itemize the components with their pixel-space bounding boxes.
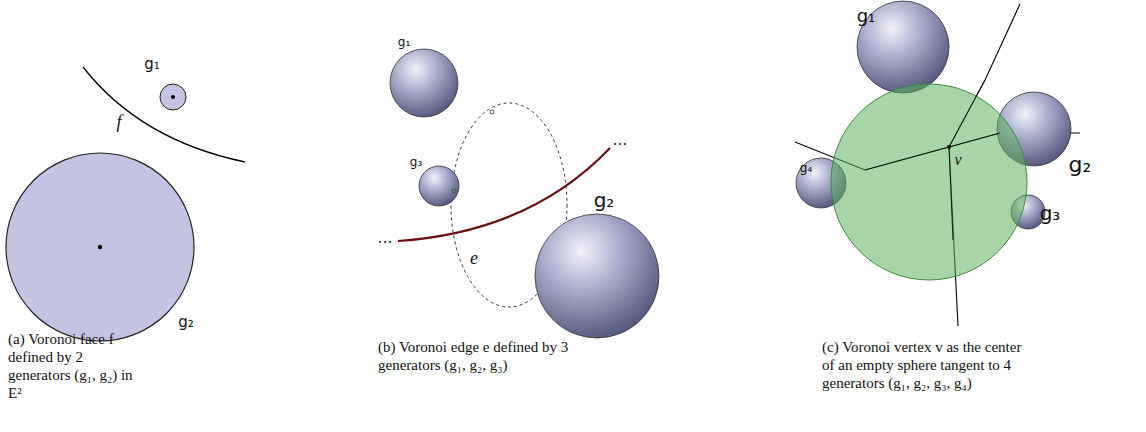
- tangent-point: [490, 110, 494, 114]
- element-label: e: [470, 249, 478, 267]
- voronoi-edge-line: [949, 147, 953, 240]
- generator-label: g₃: [410, 156, 422, 168]
- generator-sphere: [535, 214, 659, 338]
- voronoi-edge-curve: [398, 148, 610, 241]
- element-label: v: [954, 152, 961, 168]
- empty-sphere: [831, 84, 1027, 280]
- generator-label: g₄: [800, 162, 812, 174]
- generator-label: …: [378, 231, 393, 246]
- figure-caption: (b) Voronoi edge e defined by 3 generato…: [378, 338, 588, 374]
- center-dot: [171, 95, 175, 99]
- figure-caption: (a) Voronoi face f defined by 2 generato…: [8, 330, 148, 402]
- generator-label: g₂: [178, 315, 194, 330]
- element-label: f: [116, 113, 121, 131]
- generator-label: g₃: [1040, 203, 1061, 223]
- generator-label: g₁: [398, 36, 410, 48]
- generator-sphere: [857, 1, 949, 93]
- figure-caption: (c) Voronoi vertex v as the center of an…: [822, 338, 1037, 392]
- center-dot: [98, 245, 102, 249]
- generator-label: g₂: [1069, 154, 1092, 176]
- generator-label: g₁: [857, 7, 876, 25]
- voronoi-edge-line: [949, 80, 985, 147]
- generator-label: …: [613, 133, 628, 148]
- generator-circle: [6, 153, 194, 341]
- generator-sphere: [390, 49, 458, 117]
- generator-label: g₂: [594, 190, 615, 210]
- voronoi-face-curve: [83, 67, 245, 162]
- voronoi-edge-line: [865, 147, 949, 170]
- generator-label: g₁: [144, 57, 160, 72]
- generator-sphere: [419, 166, 459, 206]
- generator-circle: [160, 84, 186, 110]
- tangent-point: [452, 189, 456, 193]
- voronoi-edge-line: [949, 133, 1000, 147]
- voronoi-vertex-dot: [947, 145, 951, 149]
